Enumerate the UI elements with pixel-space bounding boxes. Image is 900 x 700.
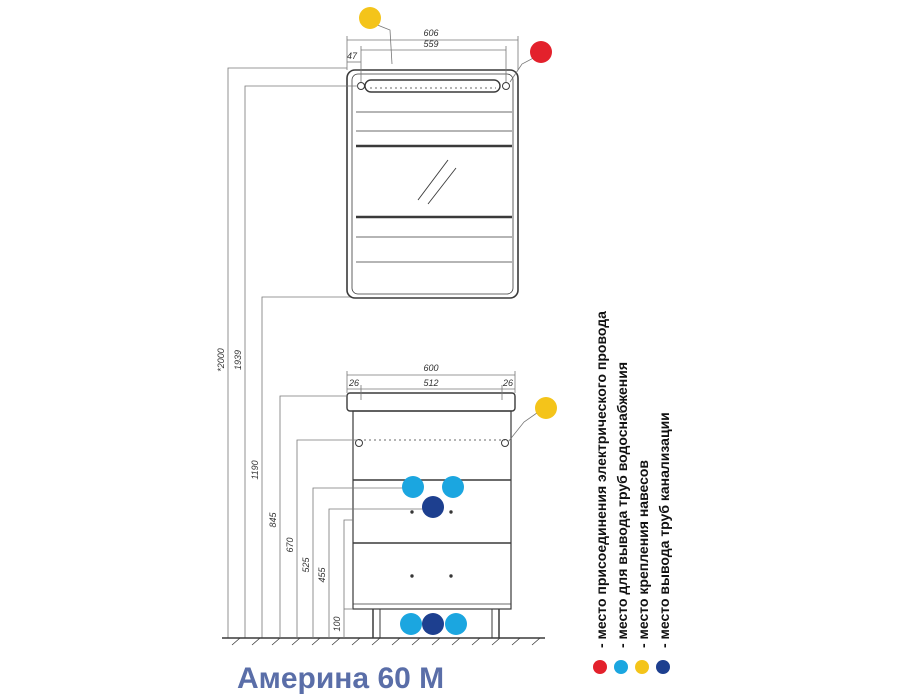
mirror-dimensions	[227, 21, 542, 638]
dimension-labels: 606 559 47 *2000 1939 1190 600 26 512 26…	[216, 28, 513, 632]
legend-red-text: - место присоединения электрического про…	[593, 311, 609, 648]
vanity-height-525: 525	[301, 557, 311, 573]
mirror-hook-right	[502, 82, 510, 90]
vanity-width-inner: 512	[423, 378, 438, 388]
legend: - место присоединения электрического про…	[593, 311, 672, 674]
connection-markers	[359, 7, 557, 635]
product-title: Америна 60 М	[237, 662, 444, 695]
vanity-height-455: 455	[317, 567, 327, 583]
marker-lightblue-2	[442, 476, 464, 498]
vanity-height-670: 670	[285, 537, 295, 552]
marker-lightblue-1	[402, 476, 424, 498]
marker-yellow-vanity	[535, 397, 557, 419]
marker-darkblue-2	[422, 613, 444, 635]
mirror-cabinet	[346, 69, 519, 299]
vanity-dimensions	[279, 371, 545, 638]
vanity-side-left: 26	[348, 378, 359, 388]
legend-red-dot	[593, 660, 607, 674]
vanity-width-total: 600	[423, 363, 438, 373]
marker-lightblue-3	[400, 613, 422, 635]
legend-yellow-text: - место крепления навесов	[635, 460, 651, 648]
mirror-height-bottom: 1190	[250, 460, 260, 479]
vanity-height-100: 100	[332, 616, 342, 631]
vanity-countertop	[346, 392, 516, 412]
marker-darkblue-1	[422, 496, 444, 518]
mirror-lamp	[364, 79, 501, 93]
mirror-height-hooks: 1939	[233, 350, 243, 370]
mirror-width-total: 606	[423, 28, 438, 38]
mirror-height-top: *2000	[216, 348, 226, 372]
vanity-side-right: 26	[502, 378, 513, 388]
legend-darkblue-dot	[656, 660, 670, 674]
marker-yellow-mirror	[359, 7, 381, 29]
legend-yellow-dot	[635, 660, 649, 674]
mirror-hook-offset: 47	[347, 51, 358, 61]
marker-lightblue-4	[445, 613, 467, 635]
legend-darkblue-text: - место вывода труб канализации	[656, 412, 672, 648]
marker-red-mirror	[530, 41, 552, 63]
mirror-glare	[417, 159, 449, 201]
legend-lightblue-text: - место для вывода труб водоснабжения	[614, 362, 630, 648]
vanity-height-845: 845	[268, 512, 278, 528]
mirror-hook-left	[357, 82, 365, 90]
mirror-width-inner: 559	[423, 39, 438, 49]
legend-lightblue-dot	[614, 660, 628, 674]
vanity-cabinet	[346, 392, 516, 638]
floor	[222, 637, 545, 646]
